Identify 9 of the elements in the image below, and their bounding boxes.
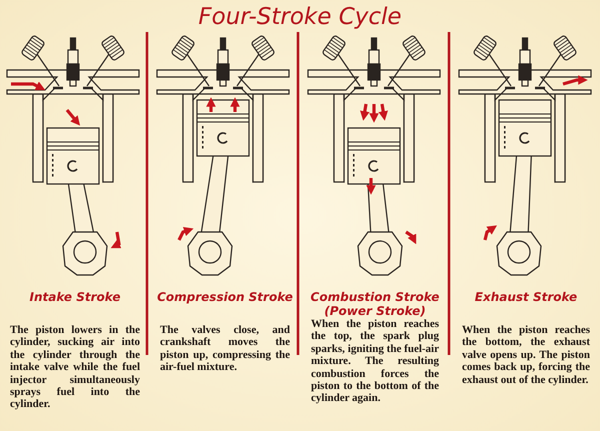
panel-heading: Combustion Stroke (Power Stroke) — [310, 290, 440, 318]
panel-heading: Exhaust Stroke — [474, 290, 578, 304]
description-text: When the piston reaches the top, the spark plug sparks, igniting the fuel-air mixture. The resulting combustion forces the piston to the bottom of the cylinder again. — [311, 318, 439, 405]
description-text: The valves close, and crankshaft moves the piston up, compressing the air-fuel mixture. — [160, 324, 290, 374]
description-text: The piston lowers in the cylinder, sucking air into the cylinder through the intake valve while the fuel injector simultaneously sprays fuel into the cylinder. — [10, 324, 140, 411]
description-text: When the piston reaches the bottom, the exhaust valve opens up. The piston comes back up, forcing the exhaust out of the cylinder. — [462, 324, 590, 386]
title: Four-Stroke Cycle — [197, 4, 403, 30]
panel-heading: Intake Stroke — [28, 290, 122, 304]
panel-heading: Compression Stroke — [156, 290, 294, 304]
